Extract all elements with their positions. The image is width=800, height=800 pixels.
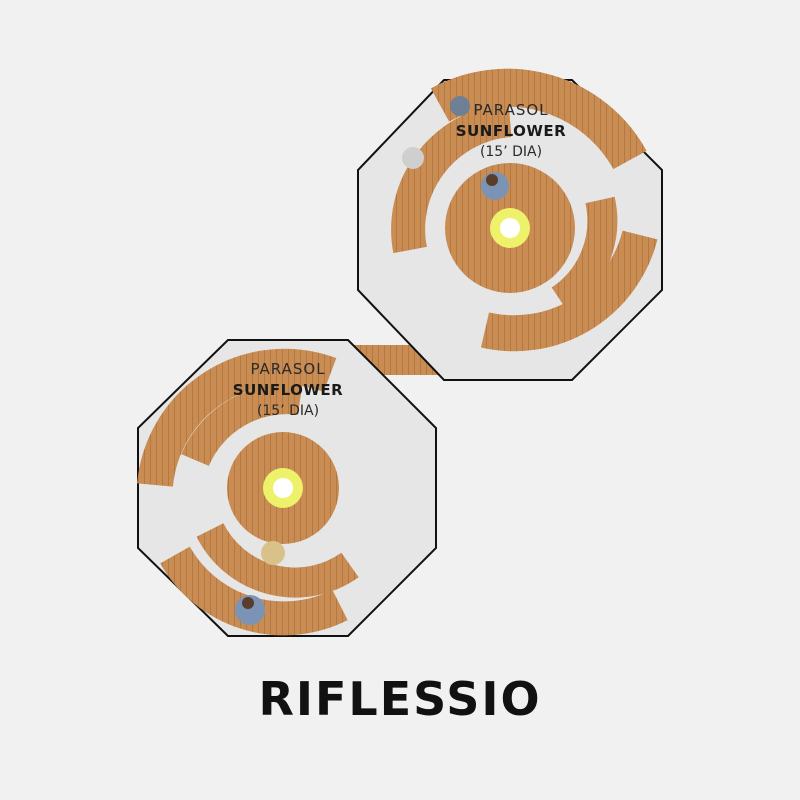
- person-icon: [450, 96, 470, 116]
- person-icon: [402, 147, 424, 169]
- person-icon: [261, 541, 285, 565]
- planter-octagon-bottom: [137, 339, 437, 637]
- planter-octagon-top: [357, 68, 663, 381]
- product-title: RIFLESSIO: [258, 672, 542, 726]
